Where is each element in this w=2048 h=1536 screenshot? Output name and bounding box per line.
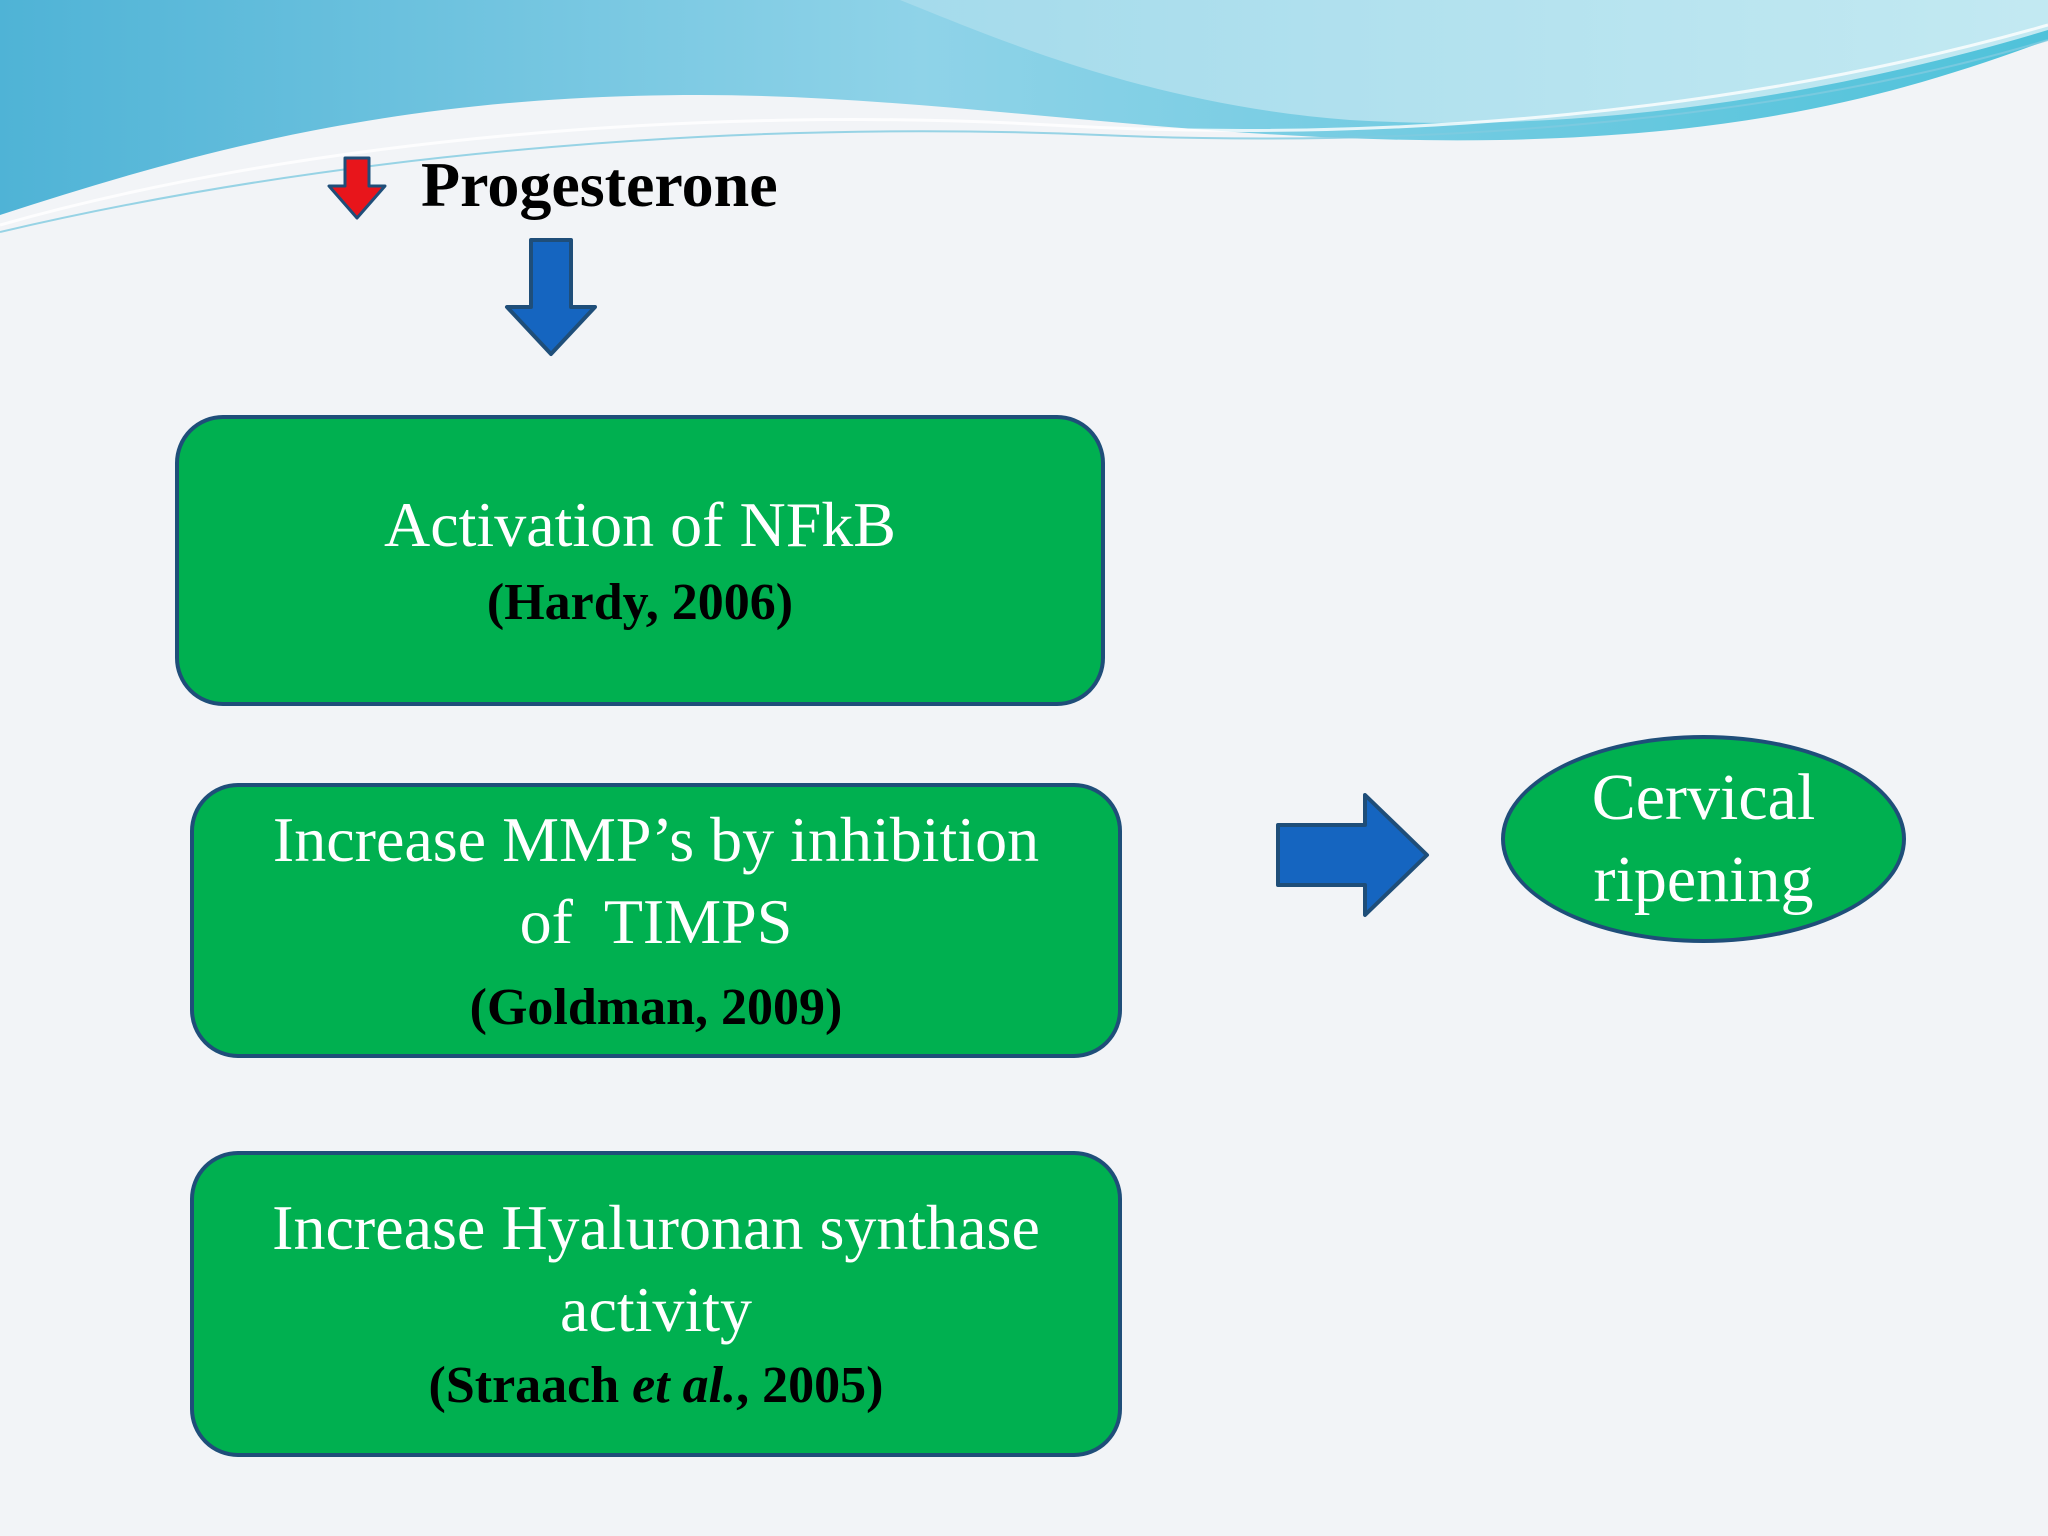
outcome-line-2: ripening	[1593, 843, 1814, 916]
slide-title: Progesterone	[421, 149, 778, 220]
outcome-line-1: Cervical	[1591, 761, 1816, 834]
box-main-text-line-1: Increase Hyaluronan synthase	[272, 1192, 1040, 1263]
mechanism-box-mmp: Increase MMP’s by inhibition of TIMPS (G…	[190, 783, 1122, 1058]
down-flow-arrow	[505, 238, 597, 356]
box-citation: (Goldman, 2009)	[469, 978, 843, 1036]
box-main-text-line-1: Increase MMP’s by inhibition	[272, 803, 1040, 875]
box-citation: (Hardy, 2006)	[486, 573, 794, 631]
box-main-text: Activation of NFkB	[384, 488, 896, 560]
mechanism-box-nfkb: Activation of NFkB (Hardy, 2006)	[175, 415, 1105, 706]
citation-prefix: (Straach	[428, 1357, 633, 1414]
right-flow-arrow	[1276, 793, 1429, 917]
box-main-text-line-2: activity	[560, 1274, 752, 1345]
outcome-ellipse: Cervical ripening	[1501, 735, 1906, 943]
header-wave-decoration	[0, 0, 2048, 233]
box-main-text-line-2: of TIMPS	[519, 885, 793, 957]
citation-italic: et al.	[632, 1357, 737, 1414]
citation-suffix: , 2005)	[736, 1357, 884, 1414]
box-citation: (Straach et al., 2005)	[429, 1351, 884, 1421]
down-arrow-icon	[327, 156, 387, 220]
mechanism-box-hyaluronan: Increase Hyaluronan synthase activity (S…	[190, 1151, 1122, 1457]
